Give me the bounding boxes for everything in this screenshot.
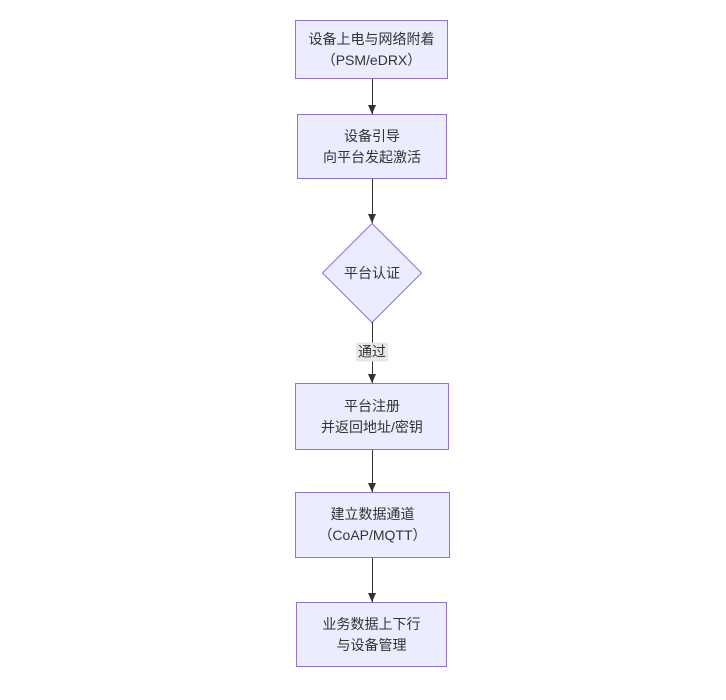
node-platform-auth-label: 平台认证	[344, 264, 400, 281]
node-power-attach: 设备上电与网络附着 （PSM/eDRX）	[295, 20, 448, 79]
node-platform-register: 平台注册 并返回地址/密钥	[295, 383, 449, 450]
node-platform-register-line1: 平台注册	[344, 397, 400, 414]
node-bootstrap: 设备引导 向平台发起激活	[297, 114, 447, 179]
edge-register-to-channel-arrow	[368, 450, 376, 492]
edge-label-pass: 通过	[356, 342, 388, 362]
node-platform-register-line2: 并返回地址/密钥	[321, 418, 423, 435]
node-data-channel-line1: 建立数据通道	[330, 506, 415, 522]
node-business-data-line2: 与设备管理	[336, 636, 407, 653]
edge-bootstrap-to-auth-arrow	[368, 179, 376, 223]
node-business-data-line1: 业务数据上下行	[322, 615, 421, 632]
node-platform-auth-decision: 平台认证	[321, 222, 423, 323]
node-bootstrap-line1: 设备引导	[344, 127, 400, 144]
node-power-attach-line2: （PSM/eDRX）	[321, 51, 422, 68]
node-bootstrap-line2: 向平台发起激活	[323, 148, 421, 165]
edge-power-to-bootstrap-arrow	[368, 79, 376, 114]
edge-channel-to-business-arrow	[368, 558, 376, 602]
node-business-data: 业务数据上下行 与设备管理	[296, 602, 447, 667]
node-power-attach-line1: 设备上电与网络附着	[308, 30, 435, 47]
node-data-channel-line2: （CoAP/MQTT）	[318, 527, 427, 543]
node-data-channel: 建立数据通道 （CoAP/MQTT）	[295, 492, 450, 558]
